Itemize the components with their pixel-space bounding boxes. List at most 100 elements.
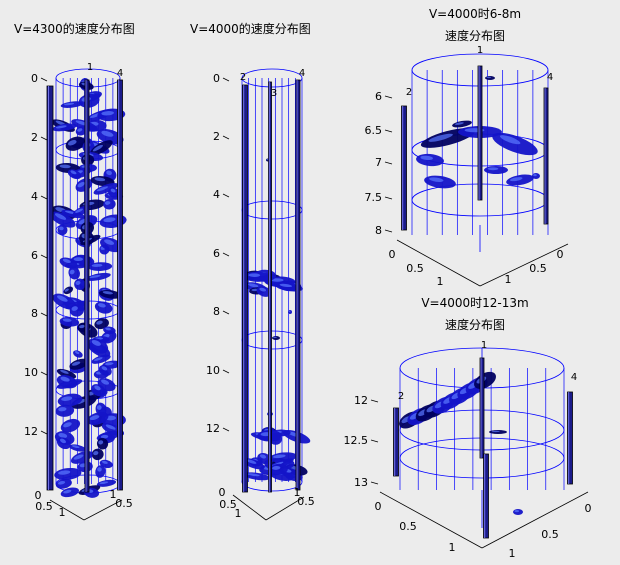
panel-title: V=4000的速度分布图 [190,21,311,36]
y-axis-line [83,499,123,521]
blob-body [60,418,81,433]
z-tick-label: 7.5 [365,191,383,204]
isosurface-blob [68,266,81,280]
pipe-label: 1 [477,45,483,56]
z-tick-label: 12 [354,394,368,407]
z-tick-mark [370,481,379,485]
isosurface-blob [50,211,76,228]
blob-highlight [104,362,114,366]
x-tick-label: 1 [437,275,444,288]
z-tick-label: 8 [31,307,38,320]
isosurface-blob [63,286,74,295]
blob-highlight [60,376,70,382]
blob-highlight [98,440,104,445]
isosurface-blob [56,368,77,379]
blob-highlight [259,454,267,459]
blob-highlight [64,210,76,214]
blob-highlight [67,140,77,146]
y-tick-label: 0 [557,248,564,261]
blob-highlight [248,273,261,277]
isosurface-blob [288,310,292,314]
isosurface-blob [69,358,89,370]
blob-highlight [71,361,81,366]
blob-highlight [102,291,113,295]
y-tick-label: 1 [110,488,117,501]
isosurface-blob [108,187,120,198]
isosurface-blob [99,214,127,228]
blob-highlight [279,283,293,288]
blob-highlight [510,177,523,182]
blob-highlight [428,133,453,142]
blob-highlight [91,263,103,267]
isosurface-blob [54,467,82,480]
blob-highlight [103,217,116,223]
blob-highlight [105,327,111,331]
isosurface-blob [424,175,456,189]
blob-highlight [54,213,67,220]
y-axis-line [481,491,589,549]
isosurface-blob [506,174,534,186]
isosurface-blob [74,278,86,291]
z-tick-mark [222,369,230,374]
blob-body [506,174,534,186]
blob-highlight [110,188,116,193]
y-tick-label: 0.5 [541,528,559,541]
pipe-label: 2 [398,391,404,402]
blob-highlight [57,295,68,302]
blob-highlight [59,226,64,231]
isosurface-blob [95,465,106,478]
isosurface-blob [87,338,109,354]
blob-highlight [79,324,85,329]
blob-highlight [99,481,109,485]
isosurface-blob [85,272,111,281]
z-tick-mark [40,254,48,259]
blob-body [532,173,540,179]
blob-highlight [62,318,72,322]
blob-highlight [96,320,103,325]
isosurface-blob [244,271,271,282]
x-axis-line [49,499,85,521]
isosurface-blob [269,463,288,475]
z-tick-label: 10 [24,366,38,379]
sounding-pipe [84,79,90,493]
x-tick-label: 1 [449,541,456,554]
blob-highlight [97,303,106,308]
blob-highlight [64,288,69,292]
blob-body [94,318,109,330]
blob-body [91,354,111,364]
blob-body [513,509,523,515]
x-tick-label: 1 [235,507,242,520]
blob-highlight [94,357,103,361]
sounding-pipe [483,453,489,539]
blob-highlight [454,122,464,125]
blob-highlight [499,135,521,145]
z-tick-label: 4 [213,188,220,201]
blob-highlight [533,174,537,177]
z-tick-label: 0 [213,72,220,85]
blob-highlight [55,125,67,129]
isosurface-blob [65,136,86,151]
blob-highlight [71,306,78,311]
isosurface-blob [93,182,119,195]
blob-highlight [75,280,81,285]
x-tick-label: 0.5 [219,498,237,511]
isosurface-blob [60,101,84,108]
isosurface-blob [256,286,272,297]
z-tick-mark [370,439,379,443]
z-tick-label: 7 [375,156,382,169]
z-tick-label: 10 [206,364,220,377]
isosurface-blob [94,318,109,330]
z-tick-mark [370,399,379,403]
blob-highlight [101,366,108,371]
y-tick-label: 0.5 [115,497,133,510]
pipe-label: 4 [117,68,123,79]
blob-highlight [106,170,112,176]
blob-body [99,214,127,228]
isosurface-blob [485,76,495,80]
isosurface-blob [513,509,523,515]
blob-highlight [69,269,75,275]
z-tick-mark [222,427,230,432]
isosurface-blob [90,140,113,156]
